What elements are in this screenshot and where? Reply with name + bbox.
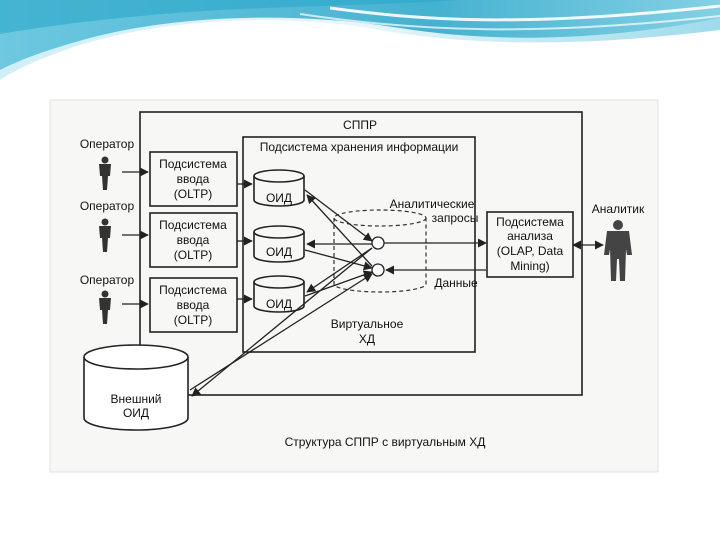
svg-text:анализа: анализа [507,229,553,243]
header-banner [0,0,720,80]
oid-database-3: ОИД [253,275,305,313]
external-oid-arrow [189,273,373,391]
sppr-title: СППР [343,118,377,132]
svg-text:Подсистема: Подсистема [159,218,227,232]
oid-link-arrow [306,194,373,267]
oid-link-arrow [304,249,373,271]
svg-text:(OLTP): (OLTP) [174,313,212,327]
data-junction [371,263,385,277]
analyst-label: Аналитик [592,202,645,216]
svg-text:ОИД: ОИД [266,191,292,205]
operator-1: Оператор [80,137,135,190]
oid-database-1: ОИД [253,169,305,207]
svg-text:(OLTP): (OLTP) [174,248,212,262]
svg-text:ОИД: ОИД [266,245,292,259]
analytic-queries-label: Аналитические [390,197,475,211]
input-subsystem-3: Подсистема ввода (OLTP) [149,277,238,333]
external-oid-database: Внешний ОИД [83,344,189,431]
svg-text:Подсистема: Подсистема [159,157,227,171]
svg-text:Подсистема: Подсистема [159,283,227,297]
analysis-subsystem: Подсистема анализа (OLAP, Data Mining) [486,211,574,278]
operator-2: Оператор [80,199,135,252]
person-icon [99,156,111,190]
operator-label: Оператор [80,273,135,287]
svg-text:Подсистема: Подсистема [496,215,564,229]
svg-text:(OLAP, Data: (OLAP, Data [497,244,564,258]
svg-text:Внешний: Внешний [111,392,162,406]
input-subsystem-2: Подсистема ввода (OLTP) [149,212,238,268]
data-label: Данные [434,276,478,290]
diagram-caption: Структура СППР с виртуальным ХД [285,435,486,449]
svg-text:ОИД: ОИД [266,297,292,311]
person-icon [99,290,111,324]
oid-link-arrow [304,189,373,242]
analytic-queries-label-2: запросы [432,211,479,225]
input-subsystem-1: Подсистема ввода (OLTP) [149,151,238,207]
oid-link-arrow [304,270,373,297]
operator-3: Оператор [80,273,135,324]
svg-text:ОИД: ОИД [123,406,149,420]
query-junction [371,236,385,250]
svg-text:ввода: ввода [177,298,210,312]
virtual-dw-cylinder [333,209,427,293]
virtual-dw-label: Виртуальное [331,317,404,331]
oid-database-2: ОИД [253,225,305,263]
svg-text:Mining): Mining) [510,259,549,273]
storage-subsystem-box [242,136,476,353]
storage-subsystem-title: Подсистема хранения информации [260,140,459,154]
svg-text:ввода: ввода [177,172,210,186]
svg-text:(OLTP): (OLTP) [174,187,212,201]
external-oid-arrow [191,247,373,397]
oid-link-arrow [306,247,373,293]
svg-text:ввода: ввода [177,233,210,247]
virtual-dw-label-2: ХД [359,332,375,346]
operator-label: Оператор [80,199,135,213]
sppr-box [139,111,583,396]
person-icon [99,218,111,252]
analyst-icon [604,220,632,281]
operator-label: Оператор [80,137,135,151]
